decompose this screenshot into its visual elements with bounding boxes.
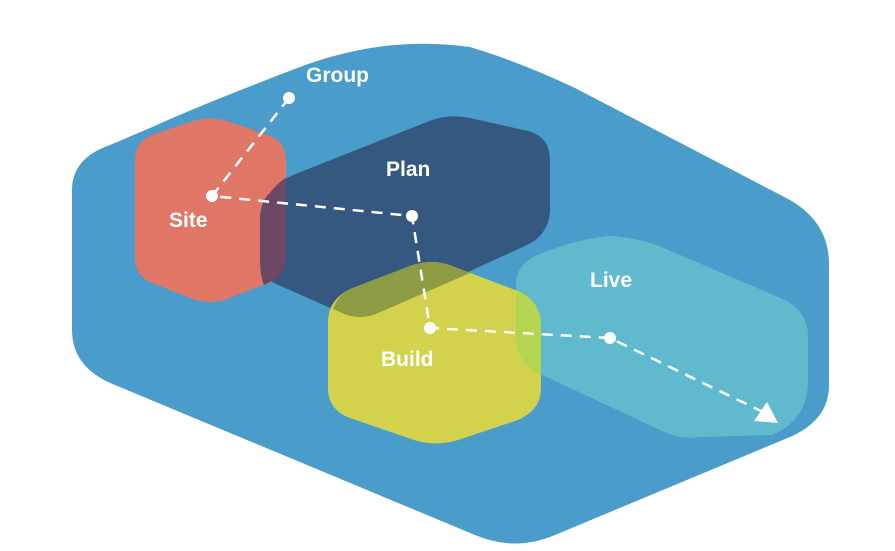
- build-label: Build: [381, 348, 434, 371]
- plan-node: [406, 210, 418, 222]
- group-node: [283, 92, 295, 104]
- site-plan-overlap: [260, 178, 286, 285]
- build-node: [424, 322, 436, 334]
- live-node: [604, 332, 616, 344]
- connector-path: [209, 97, 766, 415]
- live-label: Live: [590, 269, 632, 292]
- group-label: Group: [306, 64, 369, 87]
- plan-region: [260, 116, 550, 318]
- site-label: Site: [169, 209, 208, 232]
- site-region: [135, 118, 286, 302]
- build-plan-overlap: [333, 262, 470, 317]
- plan-label: Plan: [386, 158, 430, 181]
- site-node: [206, 190, 218, 202]
- live-region: [516, 236, 808, 438]
- arrow-head-icon: [754, 402, 778, 423]
